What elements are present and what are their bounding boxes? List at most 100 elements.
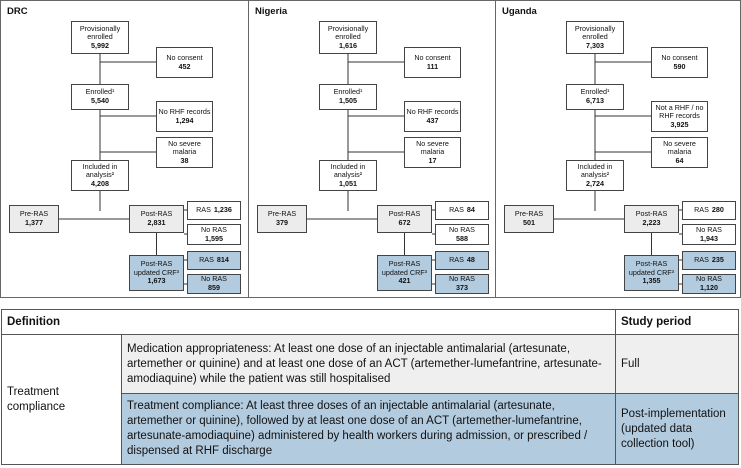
box-label: Post-RAS	[388, 209, 421, 219]
box-label: No RAS	[696, 224, 722, 234]
box-label: Post-RAS	[635, 209, 668, 219]
box-label: RAS	[694, 205, 709, 215]
box-count: 1,673	[147, 276, 166, 286]
box-label: No severe malaria	[416, 138, 449, 157]
connector-lines	[307, 54, 435, 285]
box-count: 84	[466, 205, 475, 215]
box-count: 379	[276, 218, 288, 227]
definition-table: Definition Study period Treatment compli…	[1, 309, 739, 465]
box-label: No RHF records	[158, 106, 211, 116]
box-count: 17	[428, 155, 437, 165]
row-label-treatment-compliance: Treatment compliance	[1, 334, 122, 465]
country-title: DRC	[7, 6, 28, 17]
box-count: 501	[523, 218, 535, 227]
box-count: 590	[673, 61, 686, 71]
box-count: 1,595	[205, 233, 223, 243]
box-count: 3,925	[670, 119, 689, 129]
box-label: Post-RAS updated CRF³	[133, 259, 180, 277]
box-count: 672	[398, 218, 411, 227]
box-count: 421	[398, 276, 411, 286]
box-label: Enrolled¹	[580, 87, 610, 97]
box-count: 1,294	[175, 115, 194, 125]
box-label: No RAS	[449, 274, 475, 284]
table-row: Treatment compliance Medication appropri…	[1, 334, 739, 465]
box-label: No RAS	[449, 224, 475, 234]
box-count: 1,505	[339, 96, 357, 105]
box-count: 38	[180, 155, 189, 165]
box-label: Provisionally enrolled	[574, 23, 616, 42]
box-label: Pre-RAS	[514, 209, 544, 219]
box-count: 64	[675, 155, 684, 165]
country-title: Uganda	[502, 6, 537, 17]
box-label: No consent	[166, 52, 203, 62]
box-label: Post-RAS updated CRF³	[381, 259, 428, 277]
box-label: No consent	[661, 52, 698, 62]
box-count: 2,831	[147, 218, 166, 227]
box-label: No consent	[414, 52, 451, 62]
box-label: Enrolled¹	[333, 87, 363, 97]
box-count: 1,377	[25, 218, 43, 227]
box-count: 1,355	[642, 276, 661, 286]
box-label: No RHF records	[406, 106, 459, 116]
definition-cell: Treatment compliance: At least three dos…	[121, 393, 616, 465]
box-label: Post-RAS	[140, 209, 173, 219]
box-count: 859	[208, 283, 220, 292]
box-label: RAS	[449, 255, 464, 265]
box-count: 1,236	[213, 205, 232, 215]
period-cell: Full	[615, 334, 739, 394]
table-header-row: Definition Study period	[1, 309, 739, 335]
box-count: 1,943	[700, 233, 718, 243]
box-label: RAS	[449, 205, 464, 215]
period-cell: Post-implementation (updated data collec…	[615, 393, 739, 465]
header-study-period: Study period	[615, 309, 739, 335]
connector-lines	[59, 54, 187, 285]
box-label: No severe malaria	[663, 138, 696, 157]
box-label: Not a RHF / no RHF records	[655, 102, 704, 121]
box-count: 111	[426, 61, 439, 71]
box-count: 814	[216, 255, 229, 265]
box-label: Post-RAS updated CRF³	[628, 259, 675, 277]
box-label: No RAS	[696, 274, 722, 284]
box-count: 588	[456, 233, 468, 243]
box-label: Included in analysis²	[82, 161, 118, 180]
box-count: 452	[178, 61, 191, 71]
box-count: 235	[711, 255, 724, 265]
box-count: 6,713	[586, 96, 604, 105]
box-label: Enrolled¹	[85, 87, 115, 97]
box-count: 373	[456, 283, 468, 292]
box-count: 2,724	[586, 178, 604, 188]
connector-lines	[554, 54, 682, 285]
box-count: 280	[711, 205, 724, 215]
box-label: Included in analysis²	[330, 161, 366, 180]
box-label: No RAS	[201, 274, 227, 284]
